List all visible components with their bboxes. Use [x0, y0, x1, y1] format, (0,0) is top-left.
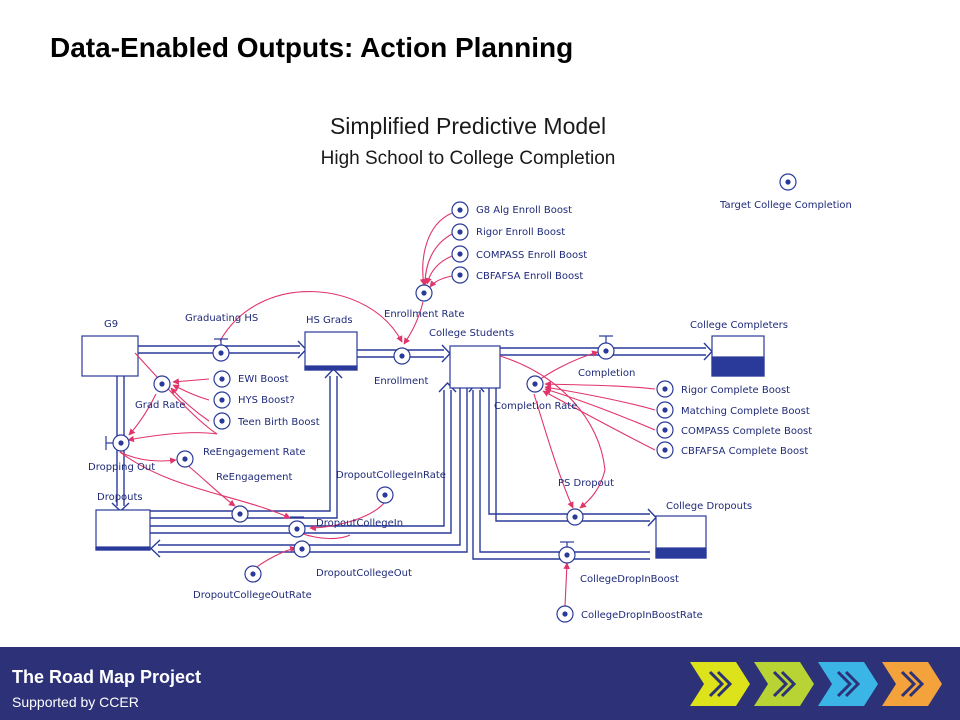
converter-enrollment-rate	[415, 284, 433, 302]
label-enrollment: Enrollment	[374, 376, 428, 387]
valve-dropout-college-out	[293, 540, 311, 558]
valve-dropout-college-in	[288, 516, 306, 538]
slide-title: Data-Enabled Outputs: Action Planning	[50, 32, 574, 63]
stock-college-students	[449, 345, 501, 389]
converter-college-drop-in-boost-rate	[556, 605, 574, 623]
label-dropping-out: Dropping Out	[88, 462, 155, 473]
label-matching-complete-boost: Matching Complete Boost	[681, 406, 810, 417]
label-hs-grads: HS Grads	[306, 315, 353, 326]
valve-completion	[597, 335, 615, 360]
converter-dropout-college-in-rate	[376, 486, 394, 504]
converter-rigor-complete-boost	[656, 380, 674, 398]
label-ewi-boost: EWI Boost	[238, 374, 289, 385]
diagram-labels: G9 HS Grads College Students College Com…	[88, 200, 852, 621]
label-college-drop-in-boost: CollegeDropInBoost	[580, 574, 679, 585]
converter-reengagement-rate	[176, 450, 194, 468]
label-compass-enroll-boost: COMPASS Enroll Boost	[476, 250, 587, 261]
stock-flow-diagram: G9 HS Grads College Students College Com…	[81, 173, 852, 623]
label-college-drop-in-boost-rate: CollegeDropInBoostRate	[581, 610, 703, 621]
converter-cbfafsa-enroll-boost	[451, 266, 469, 284]
label-college-completers: College Completers	[690, 320, 788, 331]
converter-cbfafsa-complete-boost	[656, 441, 674, 459]
converter-hys-boost	[213, 391, 231, 409]
footer-subtitle: Supported by CCER	[12, 694, 139, 710]
converter-ewi-boost	[213, 370, 231, 388]
converter-completion-rate	[526, 375, 544, 393]
chevron-inner-icon	[772, 670, 797, 698]
converter-dropout-college-out-rate	[244, 565, 262, 583]
label-target-college-completion: Target College Completion	[719, 200, 852, 211]
valve-dropping-out	[105, 434, 130, 452]
label-rigor-enroll-boost: Rigor Enroll Boost	[476, 227, 565, 238]
converter-compass-enroll-boost	[451, 245, 469, 263]
label-cbfafsa-enroll-boost: CBFAFSA Enroll Boost	[476, 271, 583, 282]
converter-matching-complete-boost	[656, 401, 674, 419]
label-g9: G9	[104, 319, 118, 330]
converter-target-college-completion	[779, 173, 797, 191]
chevron-inner-icon	[900, 670, 925, 698]
label-enrollment-rate: Enrollment Rate	[384, 309, 464, 320]
valve-enrollment	[393, 347, 411, 365]
converter-g8-alg-enroll-boost	[451, 201, 469, 219]
footer-title: The Road Map Project	[12, 667, 202, 687]
converter-grad-rate	[153, 375, 171, 393]
converter-rigor-enroll-boost	[451, 223, 469, 241]
label-cbfafsa-complete-boost: CBFAFSA Complete Boost	[681, 446, 808, 457]
label-teen-birth-boost: Teen Birth Boost	[237, 417, 320, 428]
diagram-subtitle: High School to College Completion	[320, 148, 616, 169]
label-dropout-college-in-rate: DropoutCollegeInRate	[336, 470, 446, 481]
label-dropout-college-in: DropoutCollegeIn	[316, 518, 403, 529]
label-ps-dropout: PS Dropout	[558, 478, 614, 489]
valve-reengagement	[231, 505, 249, 523]
converter-compass-complete-boost	[656, 421, 674, 439]
valve-ps-dropout	[566, 508, 584, 526]
label-rigor-complete-boost: Rigor Complete Boost	[681, 385, 790, 396]
label-completion-rate: Completion Rate	[494, 401, 577, 412]
label-compass-complete-boost: COMPASS Complete Boost	[681, 426, 812, 437]
label-grad-rate: Grad Rate	[135, 400, 185, 411]
stock-g9	[81, 335, 139, 377]
label-g8-alg-enroll-boost: G8 Alg Enroll Boost	[476, 205, 572, 216]
label-reengagement: ReEngagement	[216, 472, 293, 483]
label-dropouts: Dropouts	[97, 492, 143, 503]
label-hys-boost: HYS Boost?	[238, 395, 295, 406]
chevron-inner-icon	[708, 670, 733, 698]
diagram-title: Simplified Predictive Model	[329, 113, 607, 139]
stock-dropouts	[95, 509, 151, 551]
label-college-students: College Students	[429, 328, 514, 339]
road-map-logo-arrows	[690, 662, 942, 706]
flow-valves	[105, 335, 615, 564]
label-graduating-hs: Graduating HS	[185, 313, 258, 324]
label-reengagement-rate: ReEngagement Rate	[203, 447, 306, 458]
valve-graduating-hs	[212, 338, 230, 362]
label-dropout-college-out-rate: DropoutCollegeOutRate	[193, 590, 312, 601]
converters	[153, 173, 797, 623]
stocks	[81, 331, 765, 559]
label-completion: Completion	[578, 368, 635, 379]
valve-college-drop-in-boost	[558, 541, 576, 564]
label-college-dropouts: College Dropouts	[666, 501, 752, 512]
stock-hs-grads	[304, 331, 358, 371]
converter-teen-birth-boost	[213, 412, 231, 430]
label-dropout-college-out: DropoutCollegeOut	[316, 568, 412, 579]
chevron-inner-icon	[836, 670, 861, 698]
